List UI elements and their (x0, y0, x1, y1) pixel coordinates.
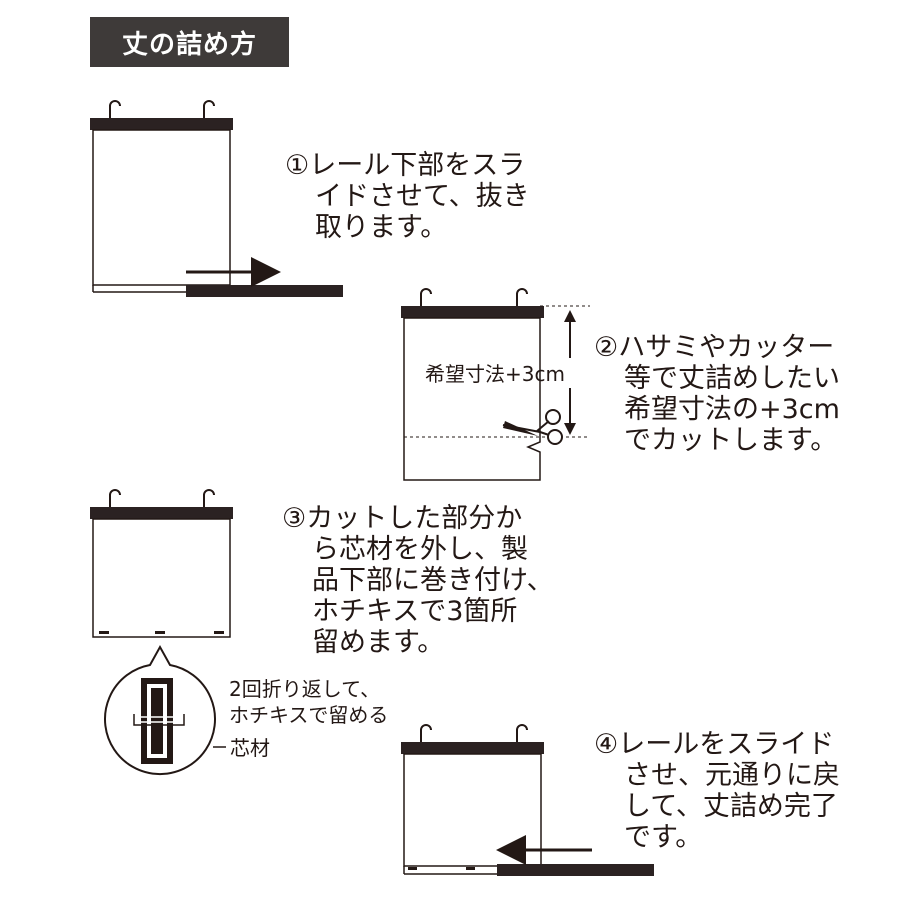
staple-detail (136, 716, 182, 723)
core-material-label: 芯材 (230, 736, 270, 760)
hook-icon (109, 100, 121, 118)
step1-line-3: 取ります。 (315, 212, 448, 243)
step2-line-3: 希望寸法の+3cm (624, 394, 840, 425)
top-rail (90, 507, 233, 519)
staple-mark (99, 631, 109, 634)
staple-mark (466, 867, 475, 870)
step3-line-1: ③カットした部分か (282, 503, 523, 534)
hook-icon (109, 489, 121, 507)
step2-line-4: でカットします。 (624, 425, 838, 456)
bottom-rail (186, 285, 343, 297)
cut-dimension-label: 希望寸法+3cm (425, 362, 565, 386)
screen-panel (92, 129, 231, 286)
step1-number: ① (285, 150, 310, 181)
hook-icon (516, 724, 528, 742)
hook-icon (516, 288, 528, 306)
step3-number: ③ (282, 503, 307, 534)
step3-text: ③カットした部分か ら芯材を外し、製 品下部に巻き付け、 ホチキスで3箇所 留め… (282, 503, 554, 658)
step3-line-5: 留めます。 (312, 627, 445, 658)
screen-panel (403, 317, 541, 481)
fold-note-line-2: ホチキスで留める (229, 703, 389, 727)
step4-line-4: です。 (624, 822, 703, 853)
staple-mark (155, 631, 165, 634)
scissors-icon (502, 409, 563, 445)
section-title: 丈の詰め方 (90, 17, 289, 67)
hook-icon (420, 288, 432, 306)
hook-icon (203, 489, 215, 507)
step4-text: ④レールをスライド させ、元通りに戻 して、丈詰め完了 です。 (594, 729, 840, 853)
step4-figure (401, 724, 654, 876)
step3-line-2: ら芯材を外し、製 (312, 534, 528, 565)
step3-line-4: ホチキスで3箇所 (312, 596, 518, 627)
step4-line-3: して、丈詰め完了 (624, 791, 838, 822)
step3-figure (90, 489, 233, 775)
step2-line-2: 等で丈詰めしたい (624, 363, 840, 394)
top-rail (401, 306, 544, 318)
step1-line-1: ①レール下部をスラ (285, 150, 526, 181)
dimension-arrow-up (564, 310, 576, 322)
step2-number: ② (594, 332, 619, 363)
step1-text: ①レール下部をスラ イドさせて、抜き 取ります。 (285, 150, 530, 243)
hook-icon (203, 100, 215, 118)
dimension-arrow-down (564, 423, 576, 435)
top-rail (90, 118, 233, 130)
hook-icon (420, 724, 432, 742)
step1-figure (90, 100, 343, 297)
step1-line-2: イドさせて、抜き (315, 181, 530, 212)
bottom-rail (497, 864, 654, 876)
step4-line-1: ④レールをスライド (594, 729, 835, 760)
step4-line-2: させ、元通りに戻 (624, 760, 840, 791)
step2-figure (401, 288, 590, 481)
step4-number: ④ (594, 729, 619, 760)
screen-panel (92, 518, 231, 638)
fold-note-line-1: 2回折り返して、 (229, 677, 381, 701)
staple-mark (408, 867, 417, 870)
step2-line-1: ②ハサミやカッター (594, 332, 835, 363)
top-rail (401, 742, 544, 754)
step3-line-3: 品下部に巻き付け、 (312, 565, 554, 596)
staple-mark (214, 631, 224, 634)
step2-text: ②ハサミやカッター 等で丈詰めしたい 希望寸法の+3cm でカットします。 (594, 332, 840, 456)
